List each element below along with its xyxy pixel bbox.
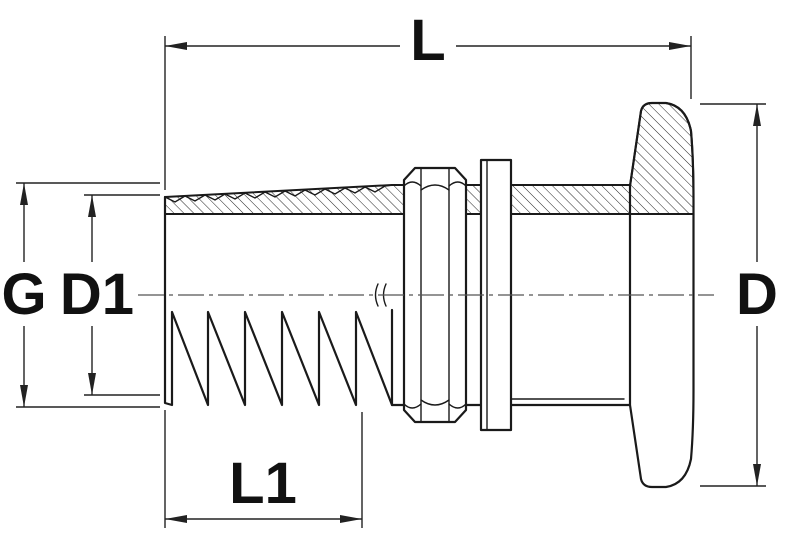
- dimension-label-L1: L1: [229, 451, 297, 516]
- arrowhead-right: [340, 515, 362, 523]
- arrowhead-up: [753, 104, 761, 126]
- lock-washer-body: [479, 158, 513, 432]
- arrowhead-up: [88, 195, 96, 217]
- dimension-label-G: G: [1, 262, 46, 327]
- dimension-label-D1: D1: [60, 262, 134, 327]
- bore-end-mark-left: [374, 283, 379, 307]
- dimension-barb-length: L1: [164, 410, 363, 528]
- lock-washer: [479, 158, 513, 432]
- arrowhead-down: [20, 385, 28, 407]
- dimension-label-D: D: [736, 262, 778, 327]
- dimension-overall-length: L: [164, 8, 692, 190]
- arrowhead-left: [165, 42, 187, 50]
- barb-profile: [163, 195, 394, 407]
- arrowhead-down: [753, 464, 761, 486]
- arrowhead-right: [669, 42, 691, 50]
- dimension-thread-size: G: [1, 182, 160, 408]
- arrowhead-down: [88, 373, 96, 395]
- arrowhead-up: [20, 183, 28, 205]
- arrowhead-left: [165, 515, 187, 523]
- dimension-barb-diameter: D1: [60, 194, 160, 396]
- fitting-body: [163, 101, 695, 489]
- flange-section-hatch: [629, 102, 695, 215]
- dimension-label-L: L: [410, 8, 445, 73]
- thread-serrations: [164, 184, 393, 203]
- dimension-flange-diameter: D: [700, 103, 778, 487]
- hex-nut-chamfer-arcs-top: [403, 181, 467, 191]
- hex-nut-chamfer-arcs-bottom: [403, 399, 467, 409]
